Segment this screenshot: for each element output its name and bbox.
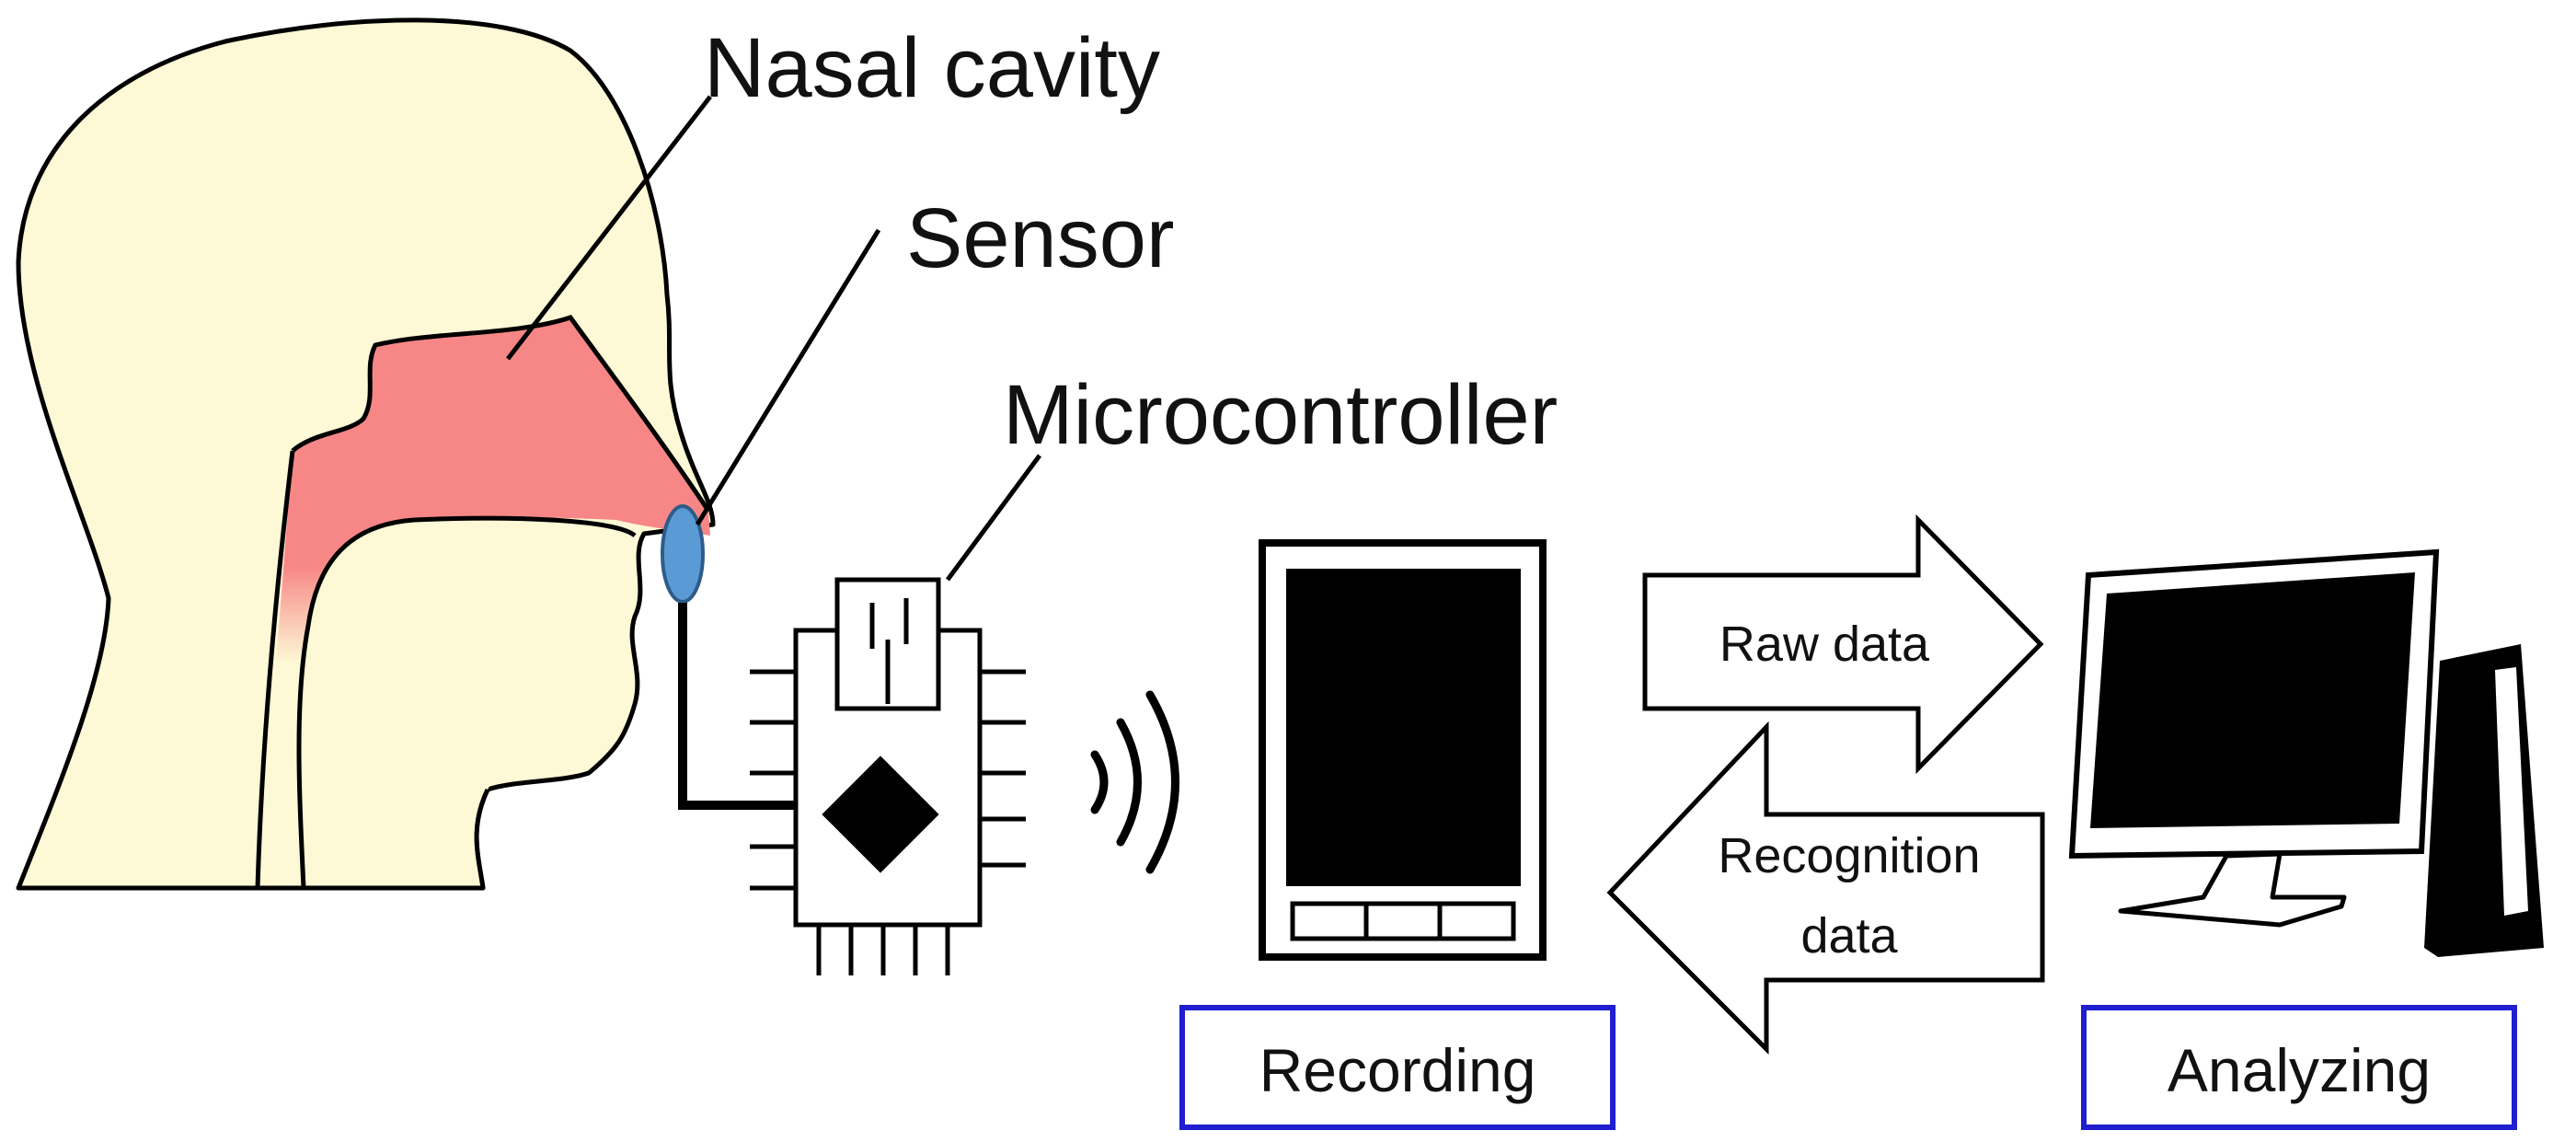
recording-stage-label: Recording [1259,1036,1536,1104]
sensor-label: Sensor [906,191,1175,285]
sensor-cable [678,603,796,810]
microcontroller-leader [945,454,1042,582]
inner-jaw [296,515,637,891]
analyzing-stage-box [2081,1005,2517,1130]
nasal-cavity-region [276,317,710,663]
recognition-data-arrow [1606,721,2045,1055]
raw-data-arrow [1642,513,2044,775]
nasal-cavity-label: Nasal cavity [704,21,1160,115]
recording-stage-box [1179,1005,1616,1130]
computer-icon [2068,548,2544,957]
nasal-cavity-outline-top [291,315,711,513]
analyzing-stage-label: Analyzing [2168,1036,2431,1104]
wireless-signal-icon [1090,690,1179,874]
nasal-cavity-leader [506,95,712,361]
microcontroller-label: Microcontroller [1003,368,1558,462]
recognition-data-label-line1: Recognition [1718,828,1980,883]
throat-line [255,450,295,889]
microcontroller-icon [750,577,1026,975]
raw-data-label: Raw data [1719,617,1930,672]
sensor-icon [661,504,705,604]
sensor-leader [695,228,881,526]
recording-device-icon [1259,539,1547,961]
recognition-data-label-line2: data [1800,908,1898,963]
